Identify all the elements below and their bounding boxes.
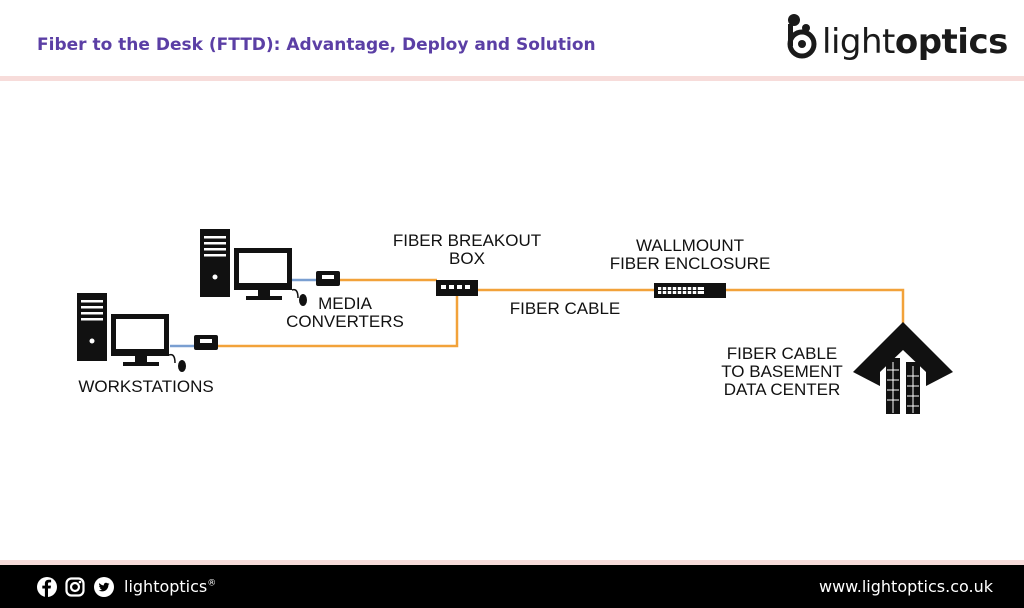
- label-fiber-breakout-box: FIBER BREAKOUT BOX: [392, 231, 542, 268]
- page-title: Fiber to the Desk (FTTD): Advantage, Dep…: [37, 35, 596, 55]
- footer-divider: [0, 560, 1024, 565]
- data-center-building: [853, 322, 953, 415]
- footer: lightoptics® www.lightoptics.co.uk: [0, 565, 1024, 608]
- mouse-upper: [299, 294, 307, 306]
- header-divider: [0, 76, 1024, 81]
- label-media-converters: MEDIA CONVERTERS: [286, 294, 404, 331]
- tower-lower: [77, 293, 107, 361]
- fiber-cable-lines: [218, 278, 905, 348]
- label-fiber-cable: FIBER CABLE: [509, 299, 621, 318]
- logo-optics: optics: [894, 22, 1009, 62]
- logo-mark-icon: [787, 14, 817, 59]
- copper-cable-lines: [170, 278, 316, 348]
- logo-wordmark: lightoptics: [822, 22, 1008, 62]
- diagram-canvas: [77, 229, 953, 415]
- fiber-line-lower-converter: [218, 296, 459, 348]
- fiber-line-to-basement: [726, 288, 905, 326]
- fiber-breakout-box: [436, 280, 478, 296]
- fttd-diagram: FIBER BREAKOUT BOX WALLMOUNT FIBER ENCLO…: [0, 82, 1024, 562]
- media-converter-upper: [316, 271, 340, 286]
- instagram-icon[interactable]: [65, 577, 85, 597]
- header: Fiber to the Desk (FTTD): Advantage, Dep…: [0, 0, 1024, 76]
- lightoptics-logo[interactable]: lightoptics: [782, 10, 1008, 70]
- logo-light: light: [822, 22, 895, 62]
- tower-upper: [200, 229, 230, 297]
- footer-website-link[interactable]: www.lightoptics.co.uk: [818, 577, 993, 596]
- workstation-lower: [77, 293, 186, 372]
- workstation-upper: [200, 229, 307, 306]
- wallmount-enclosure: [654, 283, 726, 298]
- twitter-icon[interactable]: [94, 577, 114, 597]
- mouse-lower: [178, 360, 186, 372]
- facebook-icon[interactable]: [37, 577, 57, 597]
- footer-brand-name: lightoptics: [124, 577, 208, 596]
- label-workstations: WORKSTATIONS: [78, 377, 214, 396]
- media-converter-lower: [194, 335, 218, 350]
- label-fiber-cable-to-basement: FIBER CABLE TO BASEMENT DATA CENTER: [721, 344, 843, 399]
- registered-mark: ®: [207, 578, 217, 589]
- label-wallmount-enclosure: WALLMOUNT FIBER ENCLOSURE: [609, 236, 771, 273]
- footer-brand: lightoptics®: [124, 577, 216, 596]
